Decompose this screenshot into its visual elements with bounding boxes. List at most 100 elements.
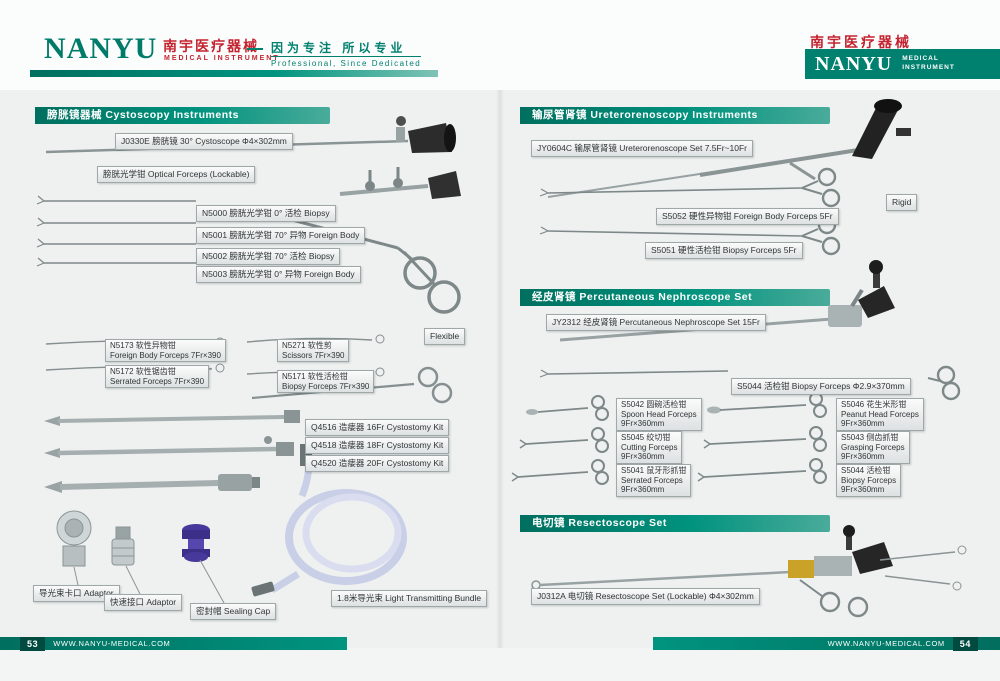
label-flexible: Flexible [424, 328, 466, 345]
label-s5043-line3: 9Fr×360mm [841, 452, 885, 462]
right-logo-box: NANYU MEDICAL INSTRUMENT [805, 49, 1000, 79]
label-n5171-line1: N5171 软性活检钳 [282, 372, 348, 381]
label-n5271-line1: N5271 软性剪 [282, 341, 332, 350]
label-s5044-small: S5044 活检钳 Biopsy Forceps 9Fr×360mm [836, 464, 902, 497]
page-fold-shadow [496, 90, 504, 648]
label-s5042-line1: S5042 圆碗活检钳 [621, 400, 687, 409]
label-s5045-line2: Cutting Forceps [621, 442, 678, 452]
label-s5044-small-line3: 9Fr×360mm [841, 485, 885, 495]
right-nanyu-logo: NANYU [815, 52, 893, 75]
cystostomy-kit-image [44, 410, 300, 493]
label-jy0604c: JY0604C 输尿管肾镜 Ureterorenoscope Set 7.5Fr… [531, 140, 753, 157]
right-logo-chinese: 南宇医疗器械 [810, 34, 912, 50]
sealing-cap-image [182, 524, 225, 604]
header-accent-bar [30, 70, 438, 77]
label-n5000: N5000 膀胱光学钳 0° 活检 Biopsy [196, 205, 336, 222]
label-n5002: N5002 膀胱光学钳 70° 活检 Biopsy [196, 248, 341, 265]
resectoscope-image [531, 525, 967, 618]
bridge-sheath-image [339, 167, 461, 199]
section-ureterorenoscopy: 输尿管肾镜 Ureterorenoscopy Instruments [520, 107, 830, 124]
label-s5046-line2: Peanut Head Forceps [841, 409, 919, 419]
label-n5173-line2: Foreign Body Forceps 7Fr×390 [110, 350, 221, 360]
logo-subtitle: MEDICAL INSTRUMENT [164, 55, 280, 62]
footer-bar-right: WWW.NANYU-MEDICAL.COM 54 [653, 636, 1000, 651]
label-q4520: Q4520 造瘘器 20Fr Cystostomy Kit [305, 455, 450, 472]
label-s5046-line3: 9Fr×360mm [841, 419, 885, 429]
section-resectoscope: 电切镜 Resectoscope Set [520, 515, 830, 532]
label-s5042-line3: 9Fr×360mm [621, 419, 665, 429]
serrated-forceps-image [511, 459, 609, 485]
label-n5001: N5001 膀胱光学钳 70° 异物 Foreign Body [196, 227, 366, 244]
label-n5173-line1: N5173 软性异物钳 [110, 341, 176, 350]
label-s5045-line3: 9Fr×360mm [621, 452, 665, 462]
label-s5044-small-line1: S5044 活检钳 [841, 466, 891, 475]
section-nephroscope: 经皮肾镜 Percutaneous Nephroscope Set [520, 289, 830, 306]
label-s5051: S5051 硬性活检钳 Biopsy Forceps 5Fr [645, 242, 803, 259]
peanut-forceps-image [707, 392, 827, 418]
nephro-biopsy-forceps-image [539, 365, 961, 401]
label-q4518: Q4518 造瘘器 18Fr Cystostomy Kit [305, 437, 450, 454]
optical-forceps-image [36, 195, 196, 267]
label-s5041-line1: S5041 鼠牙形抓钳 [621, 466, 687, 475]
label-n5271-line2: Scissors 7Fr×390 [282, 350, 345, 360]
page-header: NANYU 南宇医疗器械 MEDICAL INSTRUMENT 因为专注 所以专… [0, 0, 1000, 90]
ureteroscope-image [547, 99, 911, 198]
cutting-forceps-image [519, 427, 609, 453]
label-n5003: N5003 膀胱光学钳 0° 异物 Foreign Body [196, 266, 361, 283]
slogan-english: Professional, Since Dedicated [271, 56, 422, 68]
logo-chinese: 南宇医疗器械 [163, 38, 259, 54]
light-adaptor-image [56, 510, 92, 586]
small-biopsy-forceps-image [697, 458, 827, 484]
label-s5052: S5052 硬性异物钳 Foreign Body Forceps 5Fr [656, 208, 839, 225]
light-bundle-image [251, 444, 407, 597]
footer-url-left: WWW.NANYU-MEDICAL.COM [53, 639, 171, 648]
label-s5042-line2: Spoon Head Forceps [621, 409, 697, 419]
label-n5172-line1: N5172 软性锯齿钳 [110, 367, 176, 376]
right-sub-line2: INSTRUMENT [902, 64, 955, 71]
label-s5046-line1: S5046 花生米形钳 [841, 400, 907, 409]
label-s5043: S5043 侧齿抓钳 Grasping Forceps 9Fr×360mm [836, 431, 910, 464]
label-n5172-line2: Serrated Forceps 7Fr×390 [110, 376, 205, 386]
label-s5041-line2: Serrated Forceps [621, 475, 683, 485]
label-s5041: S5041 鼠牙形抓钳 Serrated Forceps 9Fr×360mm [616, 464, 692, 497]
section-cystoscopy: 膀胱镜器械 Cystoscopy Instruments [35, 107, 330, 124]
label-light-adaptor: 导光束卡口 Adaptor [33, 585, 120, 602]
label-s5041-line3: 9Fr×360mm [621, 485, 665, 495]
label-optical-forceps: 膀胱光学钳 Optical Forceps (Lockable) [97, 166, 256, 183]
label-j0312a: J0312A 电切镜 Resectoscope Set (Lockable) Φ… [531, 588, 760, 605]
label-n5171-line2: Biopsy Forceps 7Fr×390 [282, 381, 370, 391]
label-s5046: S5046 花生米形钳 Peanut Head Forceps 9Fr×360m… [836, 398, 924, 431]
label-s5044-long: S5044 活检钳 Biopsy Forceps Φ2.9×370mm [731, 378, 911, 395]
label-q4516: Q4516 造瘘器 16Fr Cystostomy Kit [305, 419, 450, 436]
label-j0330e: J0330E 膀胱镜 30° Cystoscope Φ4×302mm [115, 133, 293, 150]
right-sub-line1: MEDICAL [902, 55, 939, 63]
right-logo-subtitle: MEDICAL INSTRUMENT [902, 55, 955, 73]
label-s5043-line2: Grasping Forceps [841, 442, 905, 452]
spoon-forceps-image [526, 395, 609, 421]
label-sealing-cap: 密封帽 Sealing Cap [190, 603, 277, 620]
label-n5171: N5171 软性活检钳 Biopsy Forceps 7Fr×390 [277, 370, 375, 394]
quick-adaptor-image [111, 526, 141, 595]
label-s5043-line1: S5043 侧齿抓钳 [841, 433, 899, 442]
label-rigid: Rigid [886, 194, 918, 211]
page-number-right: 54 [952, 636, 978, 651]
label-s5044-small-line2: Biopsy Forceps [841, 475, 897, 485]
label-s5042: S5042 圆碗活检钳 Spoon Head Forceps 9Fr×360mm [616, 398, 702, 431]
page-number-left: 53 [20, 636, 46, 651]
footer-bar-left: 53 WWW.NANYU-MEDICAL.COM [0, 636, 347, 651]
footer-url-right: WWW.NANYU-MEDICAL.COM [827, 639, 945, 648]
label-light-bundle: 1.8米导光束 Light Transmitting Bundle [331, 590, 488, 607]
label-n5172: N5172 软性锯齿钳 Serrated Forceps 7Fr×390 [105, 365, 210, 389]
label-s5045-line1: S5045 绞切钳 [621, 433, 671, 442]
label-quick-adaptor: 快速接口 Adaptor [104, 594, 183, 611]
label-n5173: N5173 软性异物钳 Foreign Body Forceps 7Fr×390 [105, 339, 226, 363]
label-jy2312: JY2312 经皮肾镜 Percutaneous Nephroscope Set… [546, 314, 766, 331]
label-s5045: S5045 绞切钳 Cutting Forceps 9Fr×360mm [616, 431, 683, 464]
label-n5271: N5271 软性剪 Scissors 7Fr×390 [277, 339, 350, 363]
grasping-forceps-image [703, 426, 827, 452]
rigid-foreign-body-forceps-image [539, 167, 841, 208]
nanyu-logo: NANYU [44, 32, 158, 65]
header-dash [247, 48, 263, 50]
